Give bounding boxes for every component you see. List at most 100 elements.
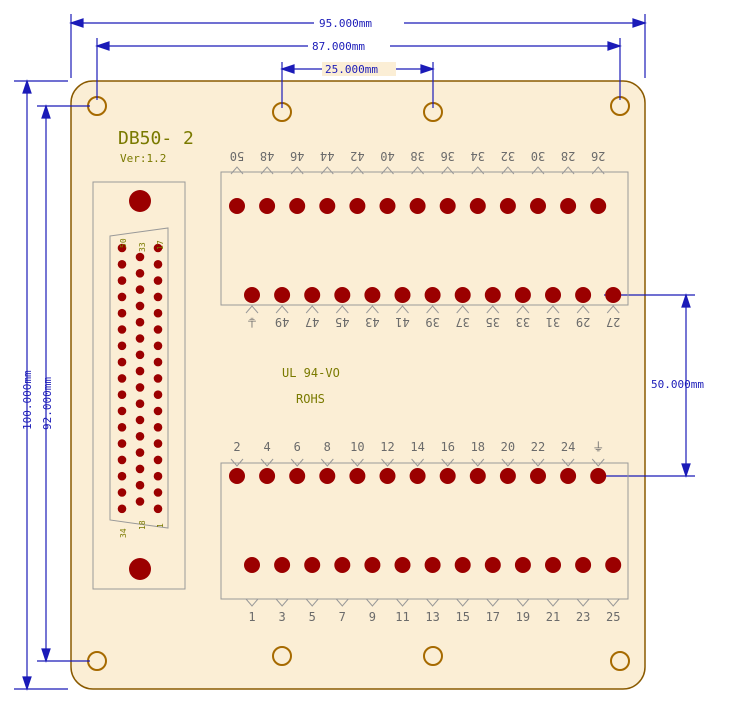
pin-marker	[441, 458, 455, 467]
board-name: DB50- 2	[118, 128, 194, 149]
pin-marker	[320, 166, 334, 175]
terminal-pad	[409, 468, 426, 484]
pin-label: 35	[486, 315, 500, 329]
terminal-pad	[439, 198, 456, 214]
db50-pin	[135, 301, 145, 311]
terminal-pad	[469, 198, 486, 214]
db50-pin	[135, 334, 145, 343]
terminal-pad	[229, 468, 245, 484]
terminal-pad	[484, 557, 501, 573]
terminal-pad	[454, 287, 471, 303]
pin-label: 16	[440, 440, 454, 454]
db50-pin	[117, 243, 127, 253]
pin-label: ⏚	[592, 440, 604, 454]
db50-pin	[117, 390, 127, 400]
rohs-mark: ROHS	[296, 392, 325, 406]
pin-label: 45	[335, 315, 349, 329]
db50-pin	[117, 488, 127, 497]
terminal-pad	[364, 557, 381, 573]
terminal-pad	[469, 468, 486, 484]
pin-label: 47	[305, 315, 319, 329]
pin-label: 38	[410, 149, 424, 163]
pin-marker	[335, 305, 349, 314]
db50-pin	[135, 497, 145, 506]
db50-pin	[153, 292, 163, 302]
pin-label: 17	[486, 610, 500, 624]
pin-label: 12	[380, 440, 394, 454]
pin-marker	[305, 598, 319, 607]
pin-marker	[501, 458, 515, 467]
db50-pin	[153, 276, 163, 285]
db50-pin	[153, 455, 163, 465]
pin-marker	[245, 305, 259, 314]
terminal-pad	[499, 198, 516, 214]
pin-marker	[366, 598, 379, 607]
terminal-pad	[424, 287, 441, 303]
db50-pin	[117, 276, 127, 285]
pin-marker	[471, 166, 485, 175]
terminal-pad	[304, 287, 321, 303]
db50-pin	[135, 415, 145, 425]
pin-label: 33	[516, 315, 530, 329]
db50-pin	[153, 341, 163, 351]
pin-marker	[260, 458, 274, 467]
pin-label: 18	[471, 440, 485, 454]
material-rating: UL 94-VO	[282, 366, 340, 380]
pin-label: 20	[501, 440, 515, 454]
pin-marker	[275, 598, 289, 607]
pin-label: 48	[260, 149, 274, 163]
pin-marker	[606, 305, 620, 314]
pin-marker	[381, 166, 394, 175]
bottom-terminal-block	[220, 462, 629, 600]
pin-label: 26	[591, 149, 605, 163]
db50-pin	[153, 423, 163, 432]
terminal-pad	[319, 468, 336, 484]
db50-pin	[153, 243, 163, 253]
pin-label: 42	[350, 149, 364, 163]
db-label-17: 17	[156, 240, 165, 250]
pin-marker	[561, 458, 575, 467]
pin-label: 10	[350, 440, 364, 454]
mounting-hole-bottom-mid-right	[423, 646, 443, 666]
db50-pin	[135, 383, 145, 392]
pin-label: 13	[425, 610, 439, 624]
pin-marker	[411, 458, 424, 467]
terminal-pad	[439, 468, 456, 484]
pin-marker	[305, 305, 319, 314]
terminal-pad	[454, 557, 471, 573]
terminal-pad	[409, 198, 426, 214]
pin-marker	[411, 166, 424, 175]
db50-pin	[135, 464, 145, 474]
pin-marker	[501, 166, 515, 175]
pin-label: 50	[230, 149, 244, 163]
terminal-pad	[424, 557, 441, 573]
board-version: Ver:1.2	[120, 152, 166, 165]
db50-pin	[153, 390, 163, 400]
db50-pin	[135, 480, 145, 490]
terminal-pad	[244, 287, 260, 303]
pin-marker	[486, 305, 500, 314]
db50-pin	[135, 269, 145, 278]
mounting-hole-bottom-right	[610, 651, 630, 671]
db-label-18: 18	[138, 520, 147, 530]
pin-marker	[456, 598, 470, 607]
terminal-pad	[560, 198, 577, 214]
pin-marker	[245, 598, 259, 607]
pin-label: 34	[471, 149, 485, 163]
pin-label: 49	[275, 315, 289, 329]
terminal-pad	[259, 468, 276, 484]
pin-label: 5	[309, 610, 316, 624]
db50-pin	[117, 357, 127, 367]
pin-marker	[471, 458, 485, 467]
pin-marker	[591, 166, 605, 175]
terminal-pad	[259, 198, 276, 214]
pin-marker	[591, 458, 605, 467]
terminal-pad	[394, 557, 411, 573]
pin-marker	[531, 166, 545, 175]
pin-marker	[426, 598, 439, 607]
pin-marker	[396, 305, 409, 314]
pin-label: 6	[294, 440, 301, 454]
pin-label: 41	[395, 315, 409, 329]
